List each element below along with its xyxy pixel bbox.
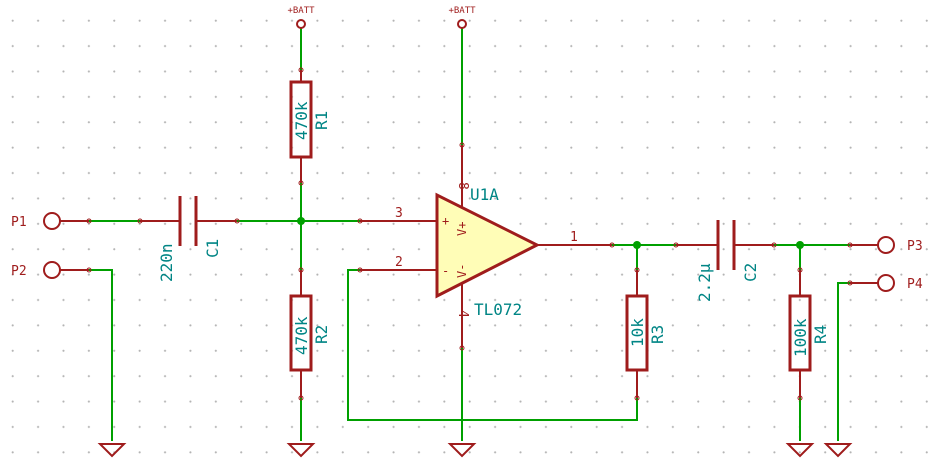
pin-end bbox=[673, 242, 679, 248]
r3-body bbox=[625, 294, 649, 372]
power-flag-circle bbox=[457, 19, 467, 29]
pin-end bbox=[298, 180, 304, 186]
port-p3[interactable]: P3 bbox=[847, 236, 923, 254]
r1-value: 470k bbox=[292, 101, 311, 140]
opamp-ref: U1A bbox=[470, 185, 499, 204]
port-connector-icon bbox=[43, 212, 61, 230]
r2-value: 470k bbox=[292, 316, 311, 355]
ground-symbols bbox=[97, 443, 853, 458]
port-connector-icon bbox=[43, 261, 61, 279]
port-p2[interactable]: P2 bbox=[11, 261, 92, 279]
wire-p2-gnd bbox=[88, 269, 113, 441]
r3-ref: R3 bbox=[648, 325, 667, 344]
opamp-body bbox=[435, 192, 541, 299]
resistor-r3[interactable]: 10k R3 bbox=[625, 267, 667, 401]
power-label: +BATT bbox=[448, 6, 476, 16]
power-batt-left[interactable]: +BATT bbox=[287, 6, 315, 29]
power-batt-right[interactable]: +BATT bbox=[448, 6, 476, 29]
pin-number-1: 1 bbox=[570, 230, 578, 245]
opamp-minus-sign: - bbox=[442, 264, 449, 278]
junctions bbox=[297, 217, 804, 249]
r2-body bbox=[289, 294, 313, 372]
wire-p4-gnd bbox=[837, 282, 851, 441]
pin-end bbox=[634, 395, 640, 401]
capacitor-c1[interactable]: 220n C1 bbox=[137, 196, 240, 282]
pin-end bbox=[847, 280, 853, 286]
resistor-r2[interactable]: 470k R2 bbox=[289, 267, 331, 401]
pin-end bbox=[459, 142, 465, 148]
pin-end bbox=[797, 267, 803, 273]
wire-feedback bbox=[347, 269, 638, 421]
r1-ref: R1 bbox=[312, 111, 331, 130]
pin-end bbox=[137, 218, 143, 224]
c1-ref: C1 bbox=[203, 239, 222, 258]
pin-end bbox=[86, 267, 92, 273]
pin-end bbox=[797, 395, 803, 401]
port-label: P1 bbox=[11, 215, 27, 230]
opamp-value: TL072 bbox=[474, 300, 522, 319]
opamp-plus-sign: + bbox=[442, 214, 449, 228]
pin-end bbox=[771, 242, 777, 248]
pin-end bbox=[634, 267, 640, 273]
ground-icon[interactable] bbox=[97, 443, 127, 458]
junction-dot bbox=[297, 217, 305, 225]
opamp-u1a[interactable]: + - V+ V- 3 2 1 8 4 U1A TL072 bbox=[357, 142, 615, 351]
ground-icon[interactable] bbox=[785, 443, 815, 458]
pin-number-4: 4 bbox=[455, 310, 470, 318]
resistor-r4[interactable]: 100k R4 bbox=[788, 267, 830, 401]
ground-icon[interactable] bbox=[447, 443, 477, 458]
r4-body bbox=[788, 294, 812, 372]
pin-number-2: 2 bbox=[395, 255, 403, 270]
opamp-vplus-label: V+ bbox=[455, 222, 469, 236]
pin-end bbox=[847, 242, 853, 248]
port-label: P2 bbox=[11, 264, 27, 279]
ground-icon[interactable] bbox=[286, 443, 316, 458]
pin-end bbox=[298, 67, 304, 73]
pin-end bbox=[459, 345, 465, 351]
ground-icon[interactable] bbox=[823, 443, 853, 458]
r1-body bbox=[289, 80, 313, 159]
capacitor-c2[interactable]: 2.2µ C2 bbox=[673, 220, 777, 302]
power-label: +BATT bbox=[287, 6, 315, 16]
r3-value: 10k bbox=[628, 318, 647, 347]
r4-ref: R4 bbox=[811, 325, 830, 344]
pin-number-8: 8 bbox=[455, 182, 470, 190]
pin-end bbox=[86, 218, 92, 224]
junction-dot bbox=[633, 241, 641, 249]
port-p4[interactable]: P4 bbox=[847, 274, 923, 292]
c2-ref: C2 bbox=[741, 263, 760, 282]
pin-number-3: 3 bbox=[395, 206, 403, 221]
c2-value: 2.2µ bbox=[695, 263, 714, 302]
port-p1[interactable]: P1 bbox=[11, 212, 92, 230]
wires bbox=[88, 27, 851, 441]
pin-end bbox=[609, 242, 615, 248]
pin-end bbox=[357, 218, 363, 224]
port-label: P4 bbox=[907, 277, 923, 292]
pin-end bbox=[357, 267, 363, 273]
c1-value: 220n bbox=[157, 243, 176, 282]
port-connector-icon bbox=[877, 274, 895, 292]
r2-ref: R2 bbox=[312, 325, 331, 344]
junction-dot bbox=[796, 241, 804, 249]
pin-end bbox=[298, 267, 304, 273]
power-flag-circle bbox=[296, 19, 306, 29]
pin-end bbox=[298, 395, 304, 401]
pin-end bbox=[234, 218, 240, 224]
r4-value: 100k bbox=[791, 318, 810, 357]
resistor-r1[interactable]: 470k R1 bbox=[289, 67, 331, 186]
port-connector-icon bbox=[877, 236, 895, 254]
port-label: P3 bbox=[907, 239, 923, 254]
opamp-vminus-label: V- bbox=[455, 264, 469, 278]
